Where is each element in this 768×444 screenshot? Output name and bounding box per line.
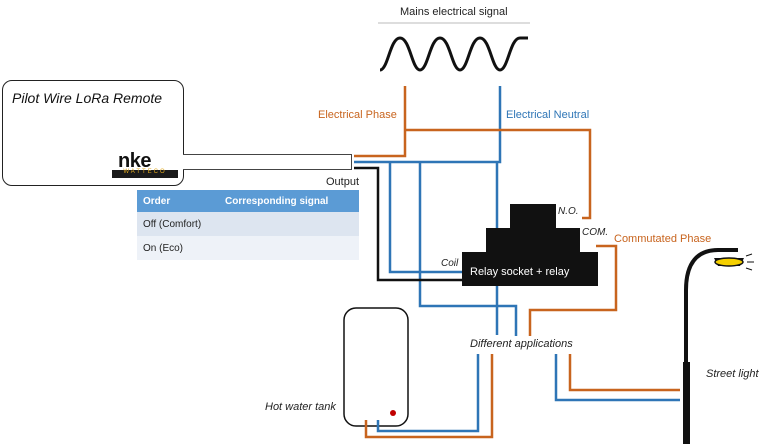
neutral-to-applications-wire — [418, 162, 518, 336]
table-header-order: Order — [137, 190, 219, 212]
device-cable — [183, 154, 352, 170]
output-wire — [354, 166, 462, 282]
coil-label: Coil — [441, 258, 459, 269]
different-applications-label: Different applications — [470, 338, 573, 350]
commutated-phase-wire — [528, 244, 618, 336]
commutated-phase-label: Commutated Phase — [614, 233, 712, 245]
relay-block — [462, 204, 598, 286]
table-header-row: Order Corresponding signal — [137, 190, 359, 212]
table-row: On (Eco) — [137, 236, 359, 260]
tank-neutral-wire — [376, 354, 480, 433]
streetlight-neutral-wire — [554, 354, 680, 402]
table-header-signal: Corresponding signal — [219, 190, 359, 212]
phase-to-no-wire — [405, 128, 592, 220]
phase-wire — [354, 86, 407, 158]
relay-label: Relay socket + relay — [470, 266, 570, 278]
logo-bar — [112, 170, 178, 178]
diagram-title: Mains electrical signal — [400, 6, 508, 18]
output-label: Output — [326, 176, 360, 188]
signal-table: Order Corresponding signal Off (Comfort)… — [137, 190, 359, 260]
table-cell-order: On (Eco) — [137, 236, 219, 260]
street-light — [683, 248, 754, 444]
table-cell-order: Off (Comfort) — [137, 212, 219, 236]
watteco-logo-text: WATTECO — [123, 169, 167, 175]
table-cell-signal — [219, 236, 359, 260]
electrical-phase-label: Electrical Phase — [318, 109, 397, 121]
hot-water-tank-label: Hot water tank — [265, 401, 336, 413]
street-light-label: Street light — [706, 368, 759, 380]
neutral-to-coil-wire — [388, 162, 462, 274]
nke-logo: nke — [118, 150, 151, 172]
pilot-wire-remote-device — [2, 80, 184, 186]
no-label: N.O. — [558, 206, 579, 217]
com-label: COM. — [582, 227, 609, 238]
table-cell-signal — [219, 212, 359, 236]
streetlight-phase-wire — [568, 354, 680, 392]
neutral-wire — [354, 86, 502, 164]
tank-phase-wire — [364, 354, 494, 439]
hot-water-tank — [343, 307, 409, 427]
mains-sine-wave — [379, 36, 528, 72]
electrical-neutral-label: Electrical Neutral — [506, 109, 590, 121]
device-name: Pilot Wire LoRa Remote — [12, 90, 163, 106]
table-row: Off (Comfort) — [137, 212, 359, 236]
tank-indicator-light — [390, 410, 396, 416]
lamp-bulb — [714, 257, 744, 267]
